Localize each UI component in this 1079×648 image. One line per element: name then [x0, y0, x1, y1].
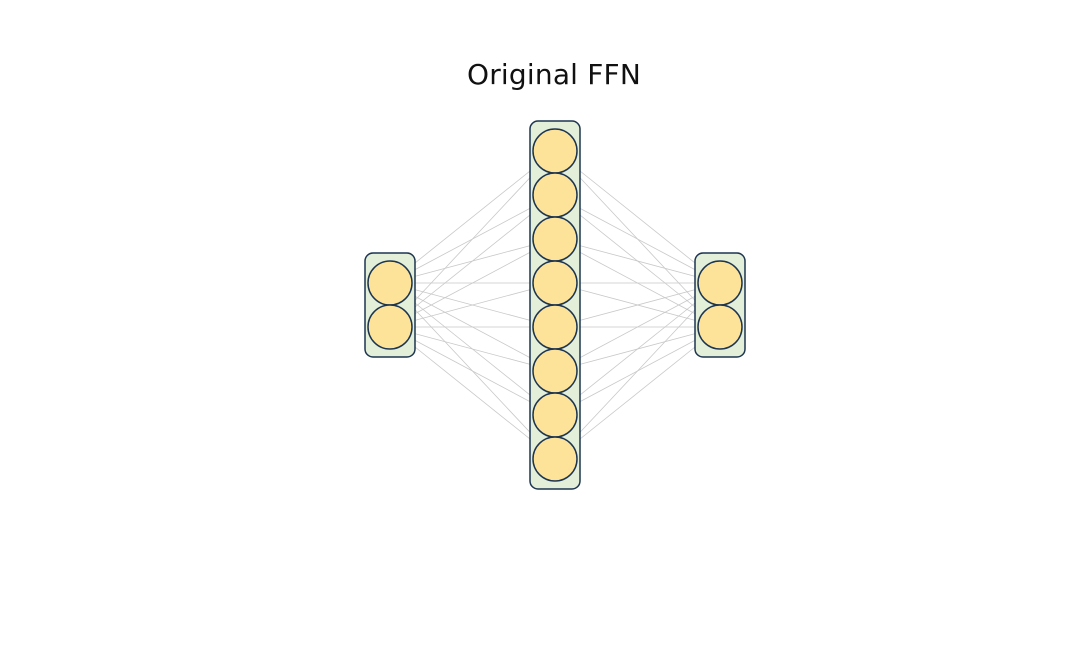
- neuron-hidden: [532, 172, 578, 218]
- connection-line: [554, 282, 721, 460]
- connection-line: [554, 150, 721, 284]
- diagram-title: Original FFN: [466, 58, 642, 91]
- connection-line: [389, 326, 556, 416]
- connection-line: [554, 282, 721, 416]
- connection-line: [389, 326, 556, 460]
- connections: [389, 150, 721, 460]
- neuron-output: [697, 260, 743, 306]
- connection-line: [554, 194, 721, 284]
- layers: [364, 120, 746, 490]
- neuron-hidden: [532, 260, 578, 306]
- layer-hidden: [529, 120, 581, 490]
- connection-line: [554, 326, 721, 460]
- connection-line: [389, 282, 556, 328]
- neuron-output: [697, 304, 743, 350]
- neuron-hidden: [532, 436, 578, 482]
- connection-line: [554, 238, 721, 284]
- connection-line: [389, 150, 556, 328]
- connection-line: [389, 326, 556, 372]
- connection-line: [389, 238, 556, 328]
- layer-output: [694, 252, 746, 358]
- layer-input: [364, 252, 416, 358]
- connection-line: [554, 282, 721, 328]
- neuron-hidden: [532, 348, 578, 394]
- connection-line: [389, 194, 556, 328]
- neuron-hidden: [532, 216, 578, 262]
- neuron-hidden: [532, 392, 578, 438]
- connection-line: [389, 150, 556, 284]
- connection-line: [554, 282, 721, 372]
- neuron-input: [367, 260, 413, 306]
- neuron-hidden: [532, 304, 578, 350]
- neuron-hidden: [532, 128, 578, 174]
- neuron-input: [367, 304, 413, 350]
